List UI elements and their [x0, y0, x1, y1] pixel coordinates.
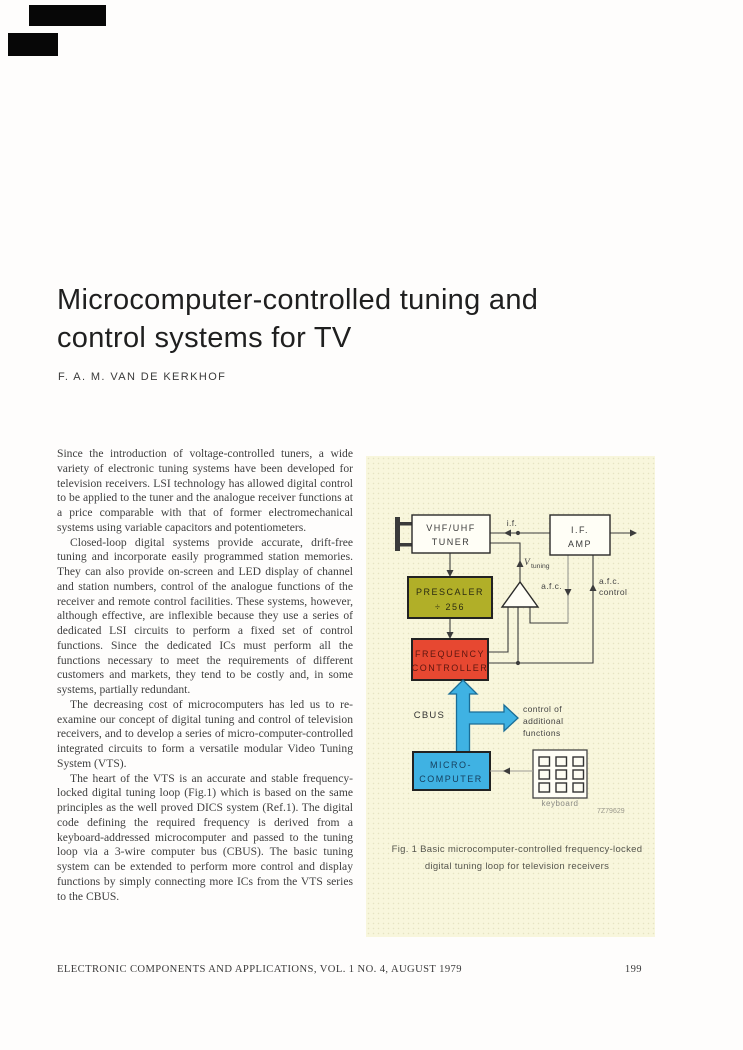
frequency-controller-label-line2: CONTROLLER — [412, 663, 489, 673]
if-amp-label-line1: I.F. — [571, 525, 589, 535]
if-arrowhead-icon — [504, 529, 511, 537]
microcomputer-label-line2: COMPUTER — [419, 774, 483, 784]
article-title: Microcomputer-controlled tuning and cont… — [57, 281, 677, 357]
paragraph-4: The heart of the VTS is an accurate and … — [57, 771, 353, 903]
page-footer: ELECTRONIC COMPONENTS AND APPLICATIONS, … — [57, 964, 642, 975]
figure-caption-line1: Fig. 1 Basic microcomputer-controlled fr… — [392, 844, 643, 855]
afc-control-junction-dot — [515, 660, 521, 666]
afc-control-label-line1: a.f.c. — [599, 576, 620, 586]
tuner-to-prescaler-arrowhead-icon — [446, 570, 454, 577]
if-amp-label-line2: AMP — [568, 539, 592, 549]
microcomputer-label-line1: MICRO- — [430, 760, 472, 770]
keyboard-icon — [532, 749, 588, 799]
afc-control-label-line2: control — [599, 587, 627, 597]
control-of-label-line1: control of — [523, 704, 562, 714]
cbus-bus-arrow-icon — [447, 679, 519, 753]
journal-footer-text: ELECTRONIC COMPONENTS AND APPLICATIONS, … — [57, 964, 462, 975]
keyboard-label: keyboard — [542, 799, 579, 808]
if-amp-block — [549, 514, 611, 556]
figure-1-panel: VHF/UHF TUNER I.F. AMP PRESCALER ÷ 256 F… — [366, 456, 655, 937]
vtuning-subscript-label: tuning — [531, 563, 550, 570]
paragraph-2: Closed-loop digital systems provide accu… — [57, 535, 353, 697]
prescaler-label-line1: PRESCALER — [416, 587, 484, 597]
keyboard-arrowhead-icon — [503, 767, 510, 775]
afc-control-arrowhead-icon — [589, 584, 597, 591]
block-diagram: VHF/UHF TUNER I.F. AMP PRESCALER ÷ 256 F… — [392, 514, 643, 872]
vtuning-wire — [490, 542, 521, 582]
drawing-code-label: 7Z79629 — [597, 808, 625, 815]
article-body-column: Since the introduction of voltage-contro… — [57, 447, 353, 904]
article-title-line2: control systems for TV — [57, 322, 352, 354]
prescaler-label-line2: ÷ 256 — [435, 602, 465, 612]
if-junction-dot — [515, 530, 521, 536]
if-signal-label: i.f. — [507, 518, 518, 528]
scan-artifact-bar-2 — [8, 33, 58, 56]
cbus-label: CBUS — [414, 710, 445, 721]
scan-artifact-bar-1 — [29, 5, 106, 26]
article-title-line1: Microcomputer-controlled tuning and — [57, 284, 539, 316]
prescaler-to-controller-arrowhead-icon — [446, 632, 454, 639]
microcomputer-block — [412, 751, 491, 791]
vtuning-arrowhead-icon — [516, 560, 524, 567]
control-of-label-line3: functions — [523, 728, 561, 738]
amplifier-triangle-icon — [500, 580, 540, 608]
tuner-label-line2: TUNER — [432, 537, 471, 547]
afc-control-wire — [488, 555, 594, 664]
prescaler-block — [407, 576, 493, 619]
figure-caption-line2: digital tuning loop for television recei… — [425, 861, 609, 872]
tuner-block — [411, 514, 491, 554]
afc-arrowhead-icon — [564, 589, 572, 596]
afc-label: a.f.c. — [541, 581, 562, 591]
controller-to-amplifier-wire — [488, 607, 509, 653]
if-output-arrowhead-icon — [630, 529, 637, 537]
antenna-icon — [395, 517, 412, 551]
afc-to-amplifier-wire — [529, 607, 568, 624]
vtuning-label: V — [524, 558, 531, 568]
frequency-controller-block — [411, 638, 489, 681]
control-of-label-line2: additional — [523, 716, 563, 726]
frequency-controller-label-line1: FREQUENCY — [415, 649, 485, 659]
page-number: 199 — [624, 964, 642, 975]
paragraph-1: Since the introduction of voltage-contro… — [57, 447, 353, 534]
tuner-label-line1: VHF/UHF — [426, 523, 476, 533]
paragraph-3: The decreasing cost of microcomputers ha… — [57, 697, 353, 770]
author-byline: F. A. M. VAN DE KERKHOF — [58, 371, 227, 383]
